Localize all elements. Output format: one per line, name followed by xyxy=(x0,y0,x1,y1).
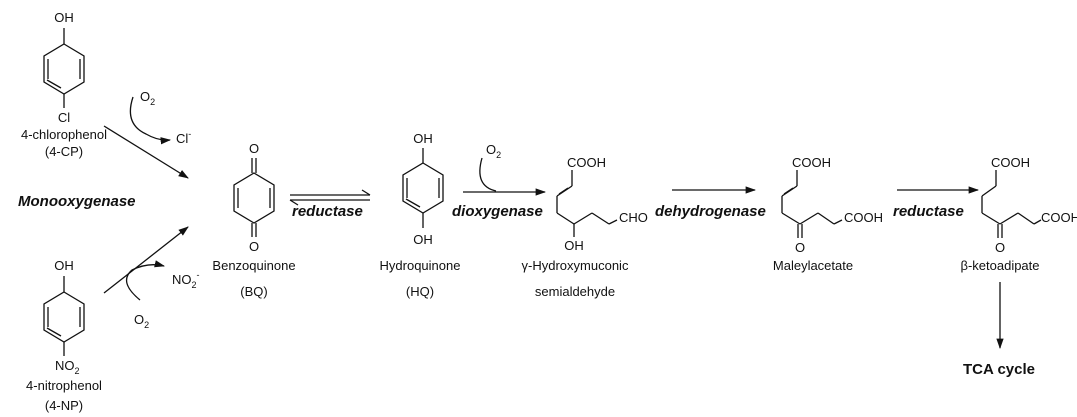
hms-aldehyde-label: CHO xyxy=(619,210,648,225)
hq-bottom-hydroxyl-label: OH xyxy=(413,232,433,247)
bq-name: Benzoquinone xyxy=(212,258,295,273)
mal-keto-oxygen-label: O xyxy=(795,240,805,255)
kad-keto-oxygen-label: O xyxy=(995,240,1005,255)
beta-ketoadipate-structure: COOH COOH O xyxy=(981,155,1077,255)
hydroquinone-structure: OH OH xyxy=(402,131,444,247)
tca-cycle-label: TCA cycle xyxy=(963,361,1035,378)
reductase-label-1: reductase xyxy=(292,203,363,220)
reductase-label-2: reductase xyxy=(893,203,964,220)
dioxygenase-label: dioxygenase xyxy=(452,203,543,220)
mal-top-carboxyl-label: COOH xyxy=(792,155,831,170)
cp-chloro-label: Cl xyxy=(58,110,70,125)
hms-name-line-2: semialdehyde xyxy=(535,284,615,299)
hydroxymuconic-semialdehyde-structure: COOH CHO OH xyxy=(556,155,648,253)
hms-name-line-1: γ-Hydroxymuconic xyxy=(522,258,629,273)
4-nitrophenol-structure: OH NO2 xyxy=(43,258,85,376)
o2-dioxygenase-label: O2 xyxy=(486,142,501,160)
hq-top-hydroxyl-label: OH xyxy=(413,131,433,146)
nitrite-ion-label: NO2- xyxy=(172,270,200,290)
no2-release-curved-arrow xyxy=(125,260,166,301)
maleylacetate-structure: COOH COOH O xyxy=(781,155,883,255)
bq-bottom-oxygen-label: O xyxy=(249,239,259,254)
o2-top-label: O2 xyxy=(140,89,155,107)
np-nitro-label: NO2 xyxy=(55,358,80,376)
monooxygenase-label: Monooxygenase xyxy=(18,193,136,210)
o2-uptake-curve xyxy=(479,157,497,192)
hq-abbreviation: (HQ) xyxy=(406,284,434,299)
bq-abbreviation: (BQ) xyxy=(240,284,267,299)
maleylacetate-name: Maleylacetate xyxy=(773,258,853,273)
cp-hydroxyl-label: OH xyxy=(54,10,74,25)
cp-name: 4-chlorophenol xyxy=(21,127,107,142)
beta-ketoadipate-name: β-ketoadipate xyxy=(960,258,1039,273)
mal-side-carboxyl-label: COOH xyxy=(844,210,883,225)
cp-to-bq-arrow xyxy=(103,125,189,179)
bq-top-oxygen-label: O xyxy=(249,141,259,156)
benzoquinone-structure: O O xyxy=(233,141,275,254)
cl-ion-label: Cl- xyxy=(176,129,191,146)
o2-bottom-label: O2 xyxy=(134,312,149,330)
hms-hydroxyl-label: OH xyxy=(564,238,584,253)
hms-carboxyl-label: COOH xyxy=(567,155,606,170)
np-name: 4-nitrophenol xyxy=(26,378,102,393)
hq-name: Hydroquinone xyxy=(380,258,461,273)
kad-side-carboxyl-label: COOH xyxy=(1041,210,1077,225)
cl-release-curved-arrow xyxy=(129,96,172,145)
cp-abbreviation: (4-CP) xyxy=(45,144,83,159)
kad-top-carboxyl-label: COOH xyxy=(991,155,1030,170)
np-hydroxyl-label: OH xyxy=(54,258,74,273)
equilibrium-arrows xyxy=(289,189,371,206)
np-to-bq-arrow xyxy=(103,226,189,294)
4-chlorophenol-structure: OH Cl xyxy=(43,10,85,125)
np-abbreviation: (4-NP) xyxy=(45,398,83,413)
dehydrogenase-label: dehydrogenase xyxy=(655,203,766,220)
